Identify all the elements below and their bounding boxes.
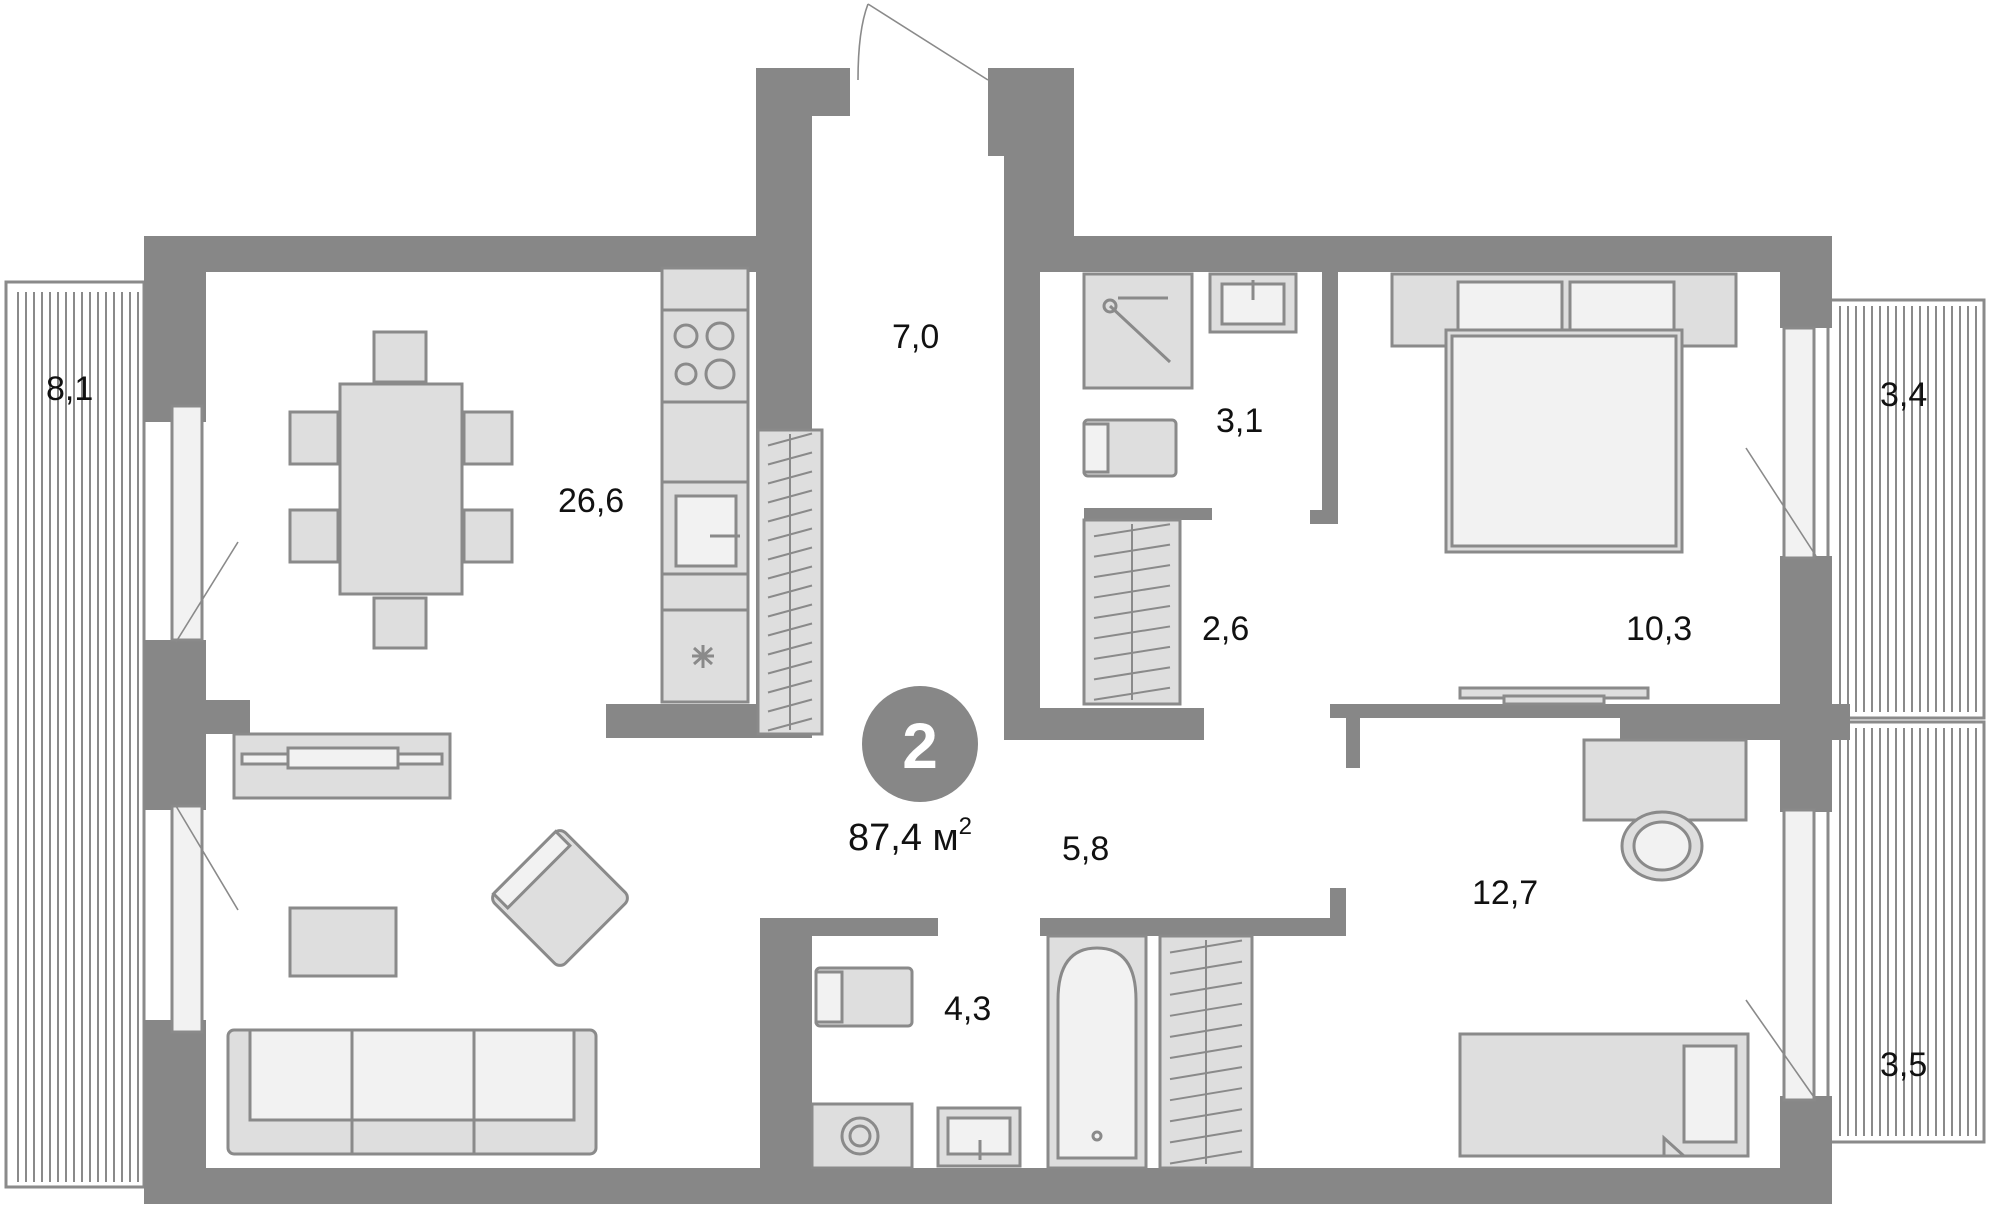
bathroom-small-area: 3,1 bbox=[1216, 402, 1263, 440]
balcony-left-area: 8,1 bbox=[46, 370, 93, 408]
tv-bedroom bbox=[1458, 686, 1650, 706]
desk-chair bbox=[1620, 810, 1704, 882]
armchair bbox=[491, 829, 629, 967]
entrance-hall-area: 7,0 bbox=[892, 318, 939, 356]
bed-single bbox=[1458, 1032, 1750, 1158]
sink-large bbox=[936, 1106, 1022, 1168]
wardrobe-closet bbox=[1082, 518, 1182, 706]
sink-small bbox=[1208, 272, 1298, 334]
shower bbox=[1082, 272, 1194, 390]
walls bbox=[144, 68, 1850, 1204]
balcony-right-top bbox=[1826, 298, 1986, 720]
kitchen-counter bbox=[660, 266, 750, 704]
room-labels: 8,1 3,4 3,5 26,6 7,0 3,1 2,6 10,3 5,8 4,… bbox=[46, 318, 1927, 1084]
entrance-door bbox=[857, 3, 989, 81]
coffee-table bbox=[288, 906, 398, 978]
second-bedroom-area: 12,7 bbox=[1472, 874, 1538, 912]
sofa bbox=[226, 1028, 598, 1156]
dining-set bbox=[288, 330, 514, 650]
wardrobe-area: 2,6 bbox=[1202, 610, 1249, 648]
rooms-badge: 2 bbox=[862, 686, 978, 802]
washing-machine bbox=[810, 1102, 914, 1170]
hallway-area: 5,8 bbox=[1062, 830, 1109, 868]
total-area: 87,4 м2 bbox=[848, 813, 972, 859]
toilet-small bbox=[1082, 418, 1178, 478]
wardrobe-bottom bbox=[1158, 934, 1254, 1170]
desk bbox=[1582, 738, 1748, 822]
windows-left bbox=[170, 404, 239, 1034]
living-kitchen-area: 26,6 bbox=[558, 482, 624, 520]
rooms-count: 2 bbox=[902, 710, 938, 782]
entrance-wardrobe bbox=[756, 428, 824, 736]
windows-right bbox=[1745, 326, 1817, 1102]
snowflake-icon bbox=[692, 645, 714, 668]
balcony-right-bottom bbox=[1826, 720, 1986, 1144]
bed-double bbox=[1390, 272, 1738, 554]
bathtub bbox=[1046, 934, 1148, 1170]
balcony-right-bottom-area: 3,5 bbox=[1880, 1046, 1927, 1084]
balcony-right-top-area: 3,4 bbox=[1880, 376, 1927, 414]
bedroom-area: 10,3 bbox=[1626, 610, 1692, 648]
tv-stand bbox=[232, 732, 452, 800]
toilet-large bbox=[814, 966, 914, 1028]
balcony-left bbox=[4, 280, 146, 1189]
bathroom-large-area: 4,3 bbox=[944, 990, 991, 1028]
